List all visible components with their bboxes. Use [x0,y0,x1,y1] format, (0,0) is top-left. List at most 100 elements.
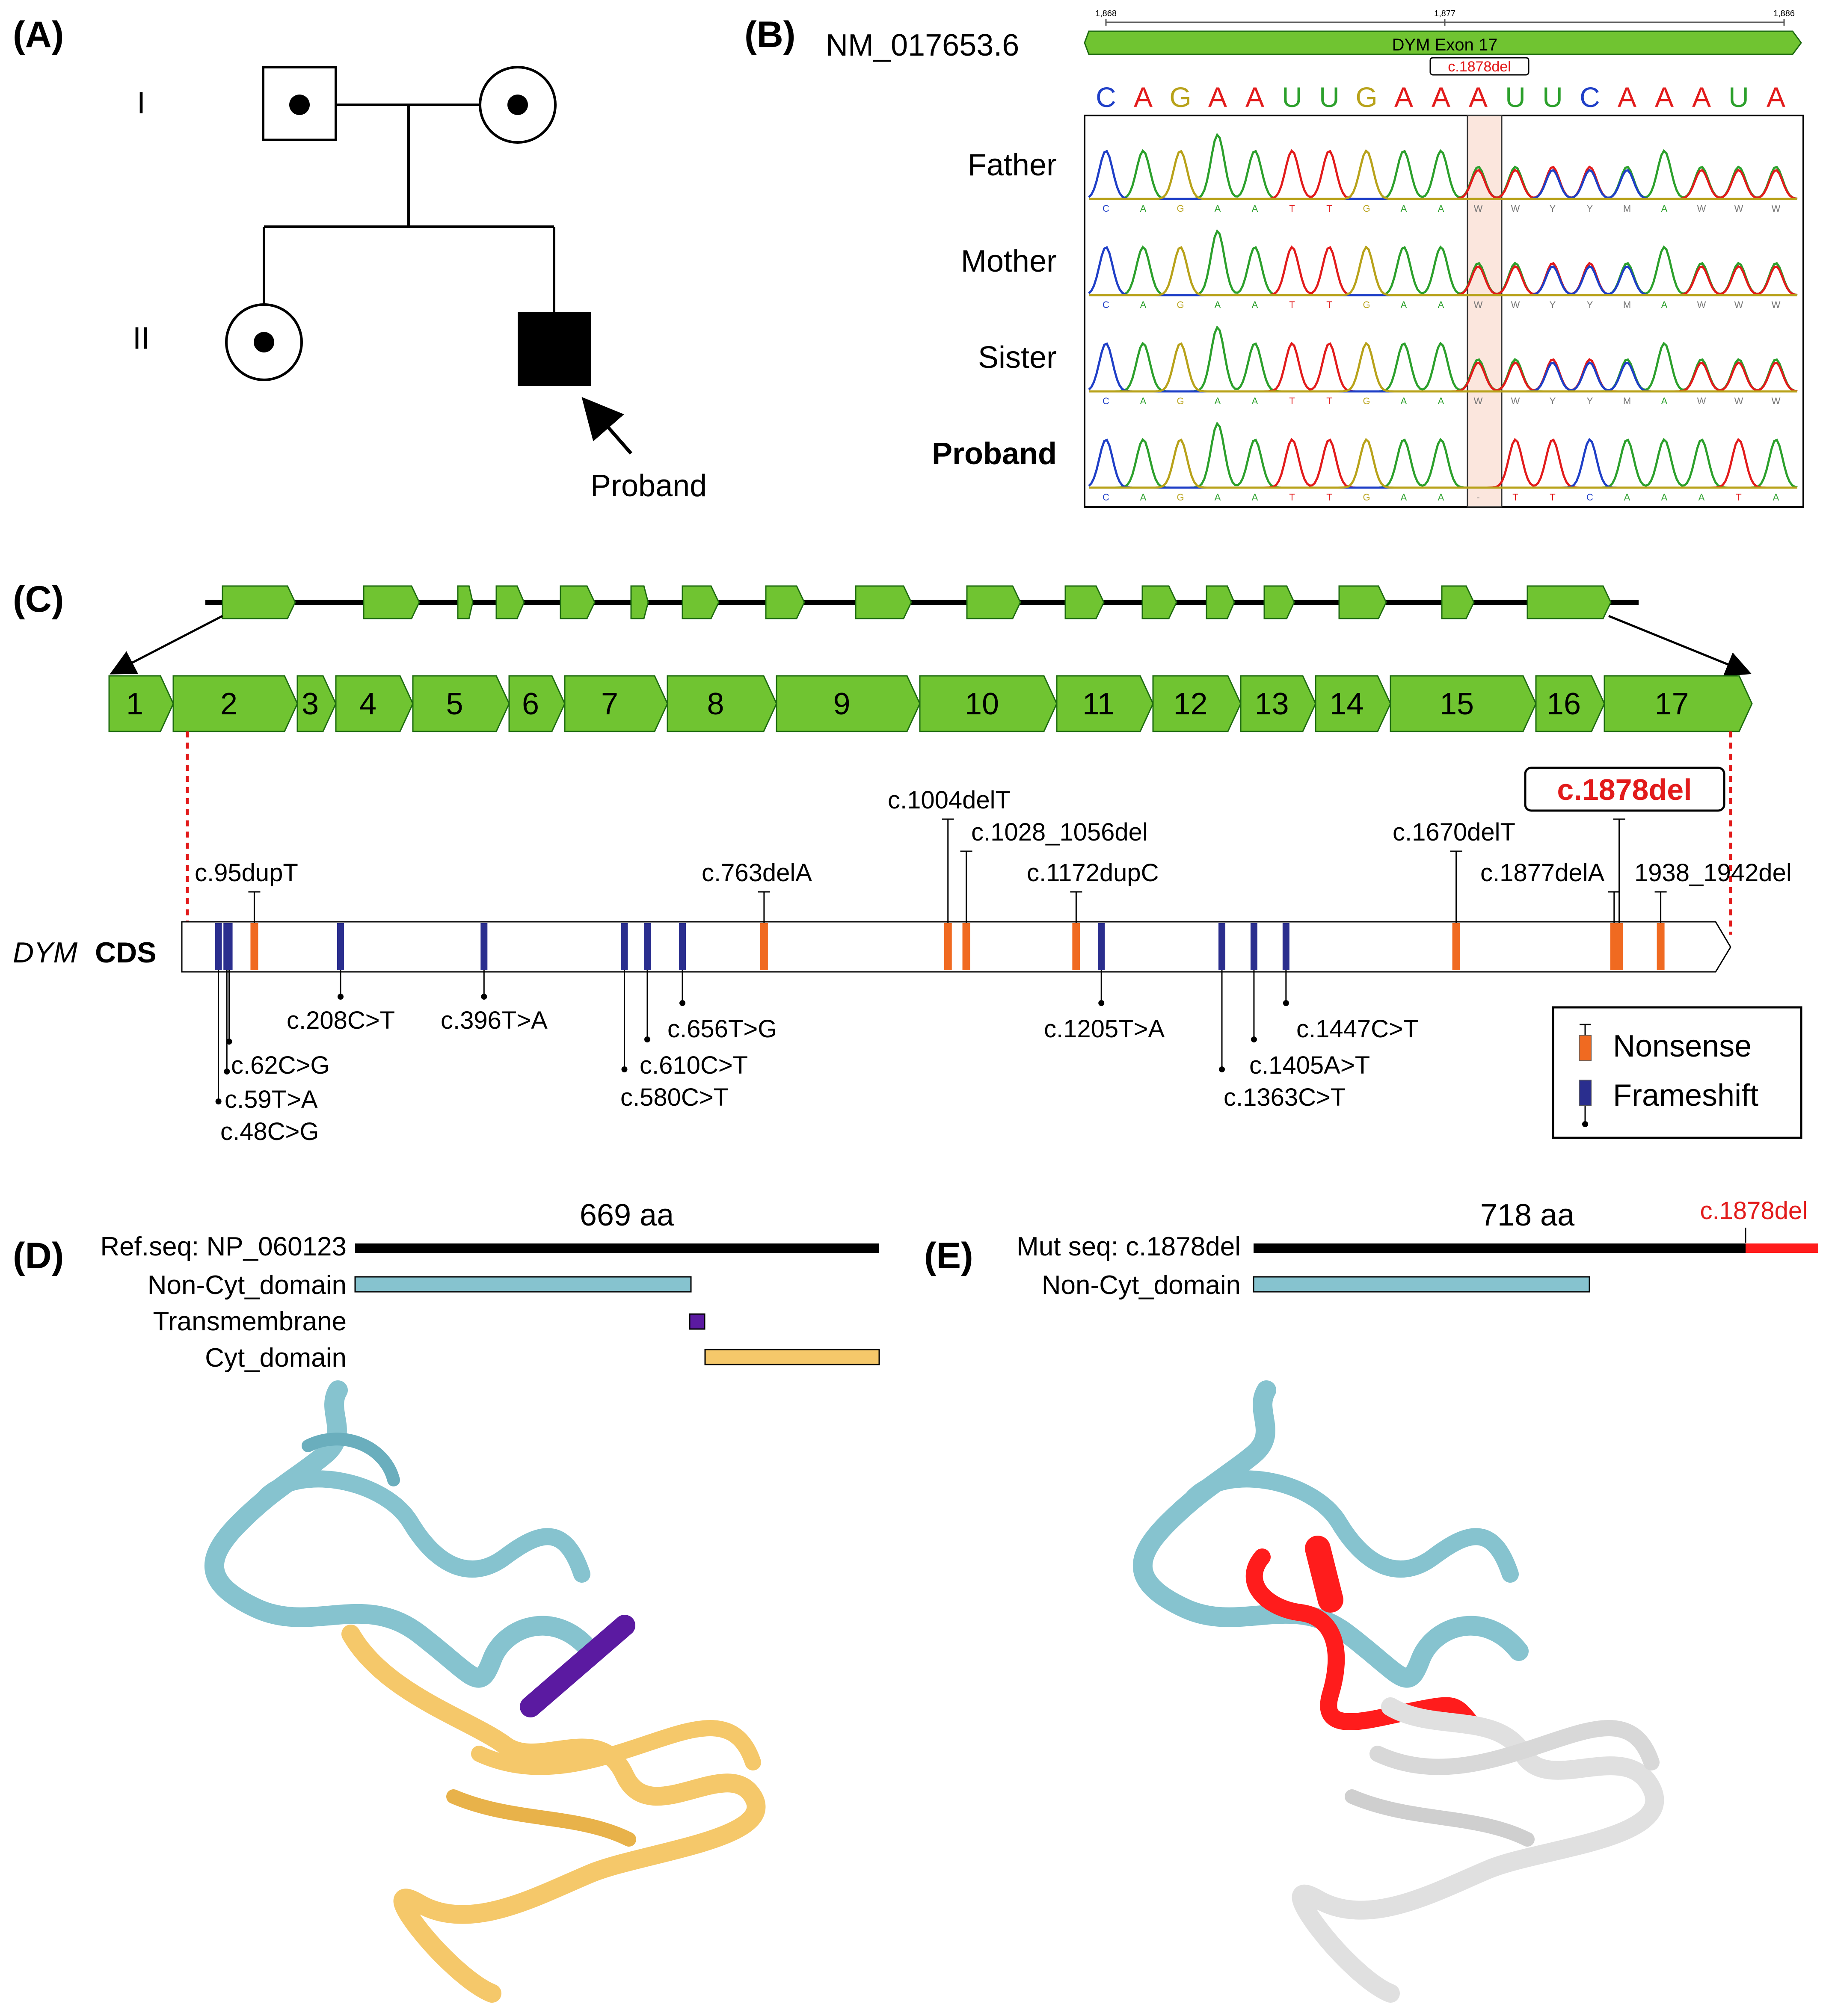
base-call: G [1363,203,1370,214]
exon-17-label: DYM Exon 17 [1392,36,1498,54]
exon-number: 14 [1329,687,1364,721]
base-call: A [1438,299,1444,310]
base-call: Y [1587,203,1593,214]
base-call: C [1586,492,1593,503]
base-call: T [1512,492,1518,503]
reference-base: A [1245,81,1264,113]
base-call: A [1438,396,1444,406]
base-call: A [1215,396,1221,406]
reference-base: G [1355,81,1377,113]
base-call: A [1401,396,1407,406]
frameshift-variant-bar [225,923,233,970]
frameshift-variant-bar [621,923,628,970]
frameshift-variant-label: c.1205T>A [1044,1015,1165,1043]
base-call: G [1177,492,1184,503]
panel-d-reference-protein: (D) 669 aa Ref.seq: NP_060123 Non-Cyt_do… [13,1198,880,2003]
reference-base: A [1618,81,1636,113]
frameshift-variant-label: c.396T>A [441,1007,548,1034]
nonsense-variant-bar [1657,923,1665,970]
base-call: T [1326,396,1332,406]
genomic-exon [1064,585,1105,619]
reference-base: U [1319,81,1340,113]
base-call: A [1140,396,1147,406]
reference-base: A [1469,81,1488,113]
frameshift-variant-label: c.1405A>T [1249,1051,1370,1079]
base-call: W [1511,396,1520,406]
variant-dot [1251,1036,1257,1042]
exon-number: 12 [1173,687,1207,721]
base-call: G [1177,396,1184,406]
sample-label-mother: Mother [961,244,1057,278]
frameshift-variant-bar [1250,923,1257,970]
base-call: W [1734,203,1743,214]
exon-number: 1 [126,687,143,721]
exon-number: 5 [446,687,463,721]
base-call: A [1438,203,1444,214]
base-call: W [1474,203,1483,214]
exon-number: 17 [1654,687,1689,721]
base-call: T [1289,396,1295,406]
frameshift-variant-label: c.1363C>T [1224,1083,1346,1111]
variant-dot [621,1066,628,1072]
mut-variant-label: c.1878del [1700,1197,1808,1225]
base-call: M [1623,203,1631,214]
base-call: A [1661,396,1668,406]
base-call: Y [1550,203,1556,214]
exon-17-bar [1084,30,1802,55]
trace-G [1089,438,1797,489]
base-call: W [1697,396,1706,406]
exon-15 [1390,675,1537,732]
reference-base: A [1767,81,1785,113]
variant-dot [1098,1000,1105,1006]
genomic-exon [1441,585,1475,619]
ruler-tick-label: 1,868 [1095,9,1117,18]
mut-domain-bar-noncyt [1253,1276,1590,1293]
ref-noncyt-helices [204,1380,600,1688]
legend-frameshift-label: Frameshift [1613,1078,1758,1113]
base-call: Y [1550,396,1556,406]
exon-8 [667,675,777,732]
nonsense-variant-bar [1615,923,1623,970]
nonsense-variant-label: c.763delA [702,859,812,887]
variant-dot [481,994,487,1000]
trace-A [1089,421,1798,489]
base-call: A [1624,492,1630,503]
mut-noncyt-helices-2 [1185,1470,1519,1583]
exon-number: 7 [601,687,618,721]
base-call: A [1252,492,1258,503]
domain-label-cyt: Cyt_domain [205,1343,347,1373]
base-call: A [1215,299,1221,310]
exon-number: 6 [522,687,539,721]
exon-number: 15 [1440,687,1474,721]
ref-transmembrane-helix [520,1615,635,1717]
legend-nonsense-swatch [1579,1035,1592,1061]
base-call: - [1476,492,1479,503]
base-call: A [1401,299,1407,310]
base-call: Y [1550,299,1556,310]
exon-number: 8 [707,687,724,721]
nonsense-variant-bar [962,923,970,970]
base-call: A [1401,203,1407,214]
reference-base: U [1728,81,1749,113]
reference-base: G [1169,81,1191,113]
frameshift-variant-bar [679,923,686,970]
nonsense-variant-label: c.1877delA [1480,859,1605,887]
exon-number: 11 [1082,687,1115,721]
base-call: W [1772,203,1781,214]
exon-17 [1604,675,1753,732]
genomic-exon [630,585,649,619]
exon-11 [1056,675,1154,732]
panel-e-mutant-protein: (E) 718 aa c.1878del Mut seq: c.1878del … [924,1197,1818,2003]
sample-label-father: Father [968,148,1057,182]
generation-1-label: I [137,86,145,120]
mut-domain-label-noncyt: Non-Cyt_domain [1042,1270,1241,1300]
nonsense-variant-bar [944,923,952,970]
base-call: A [1438,492,1444,503]
base-call: Y [1587,299,1593,310]
reference-base: A [1432,81,1450,113]
